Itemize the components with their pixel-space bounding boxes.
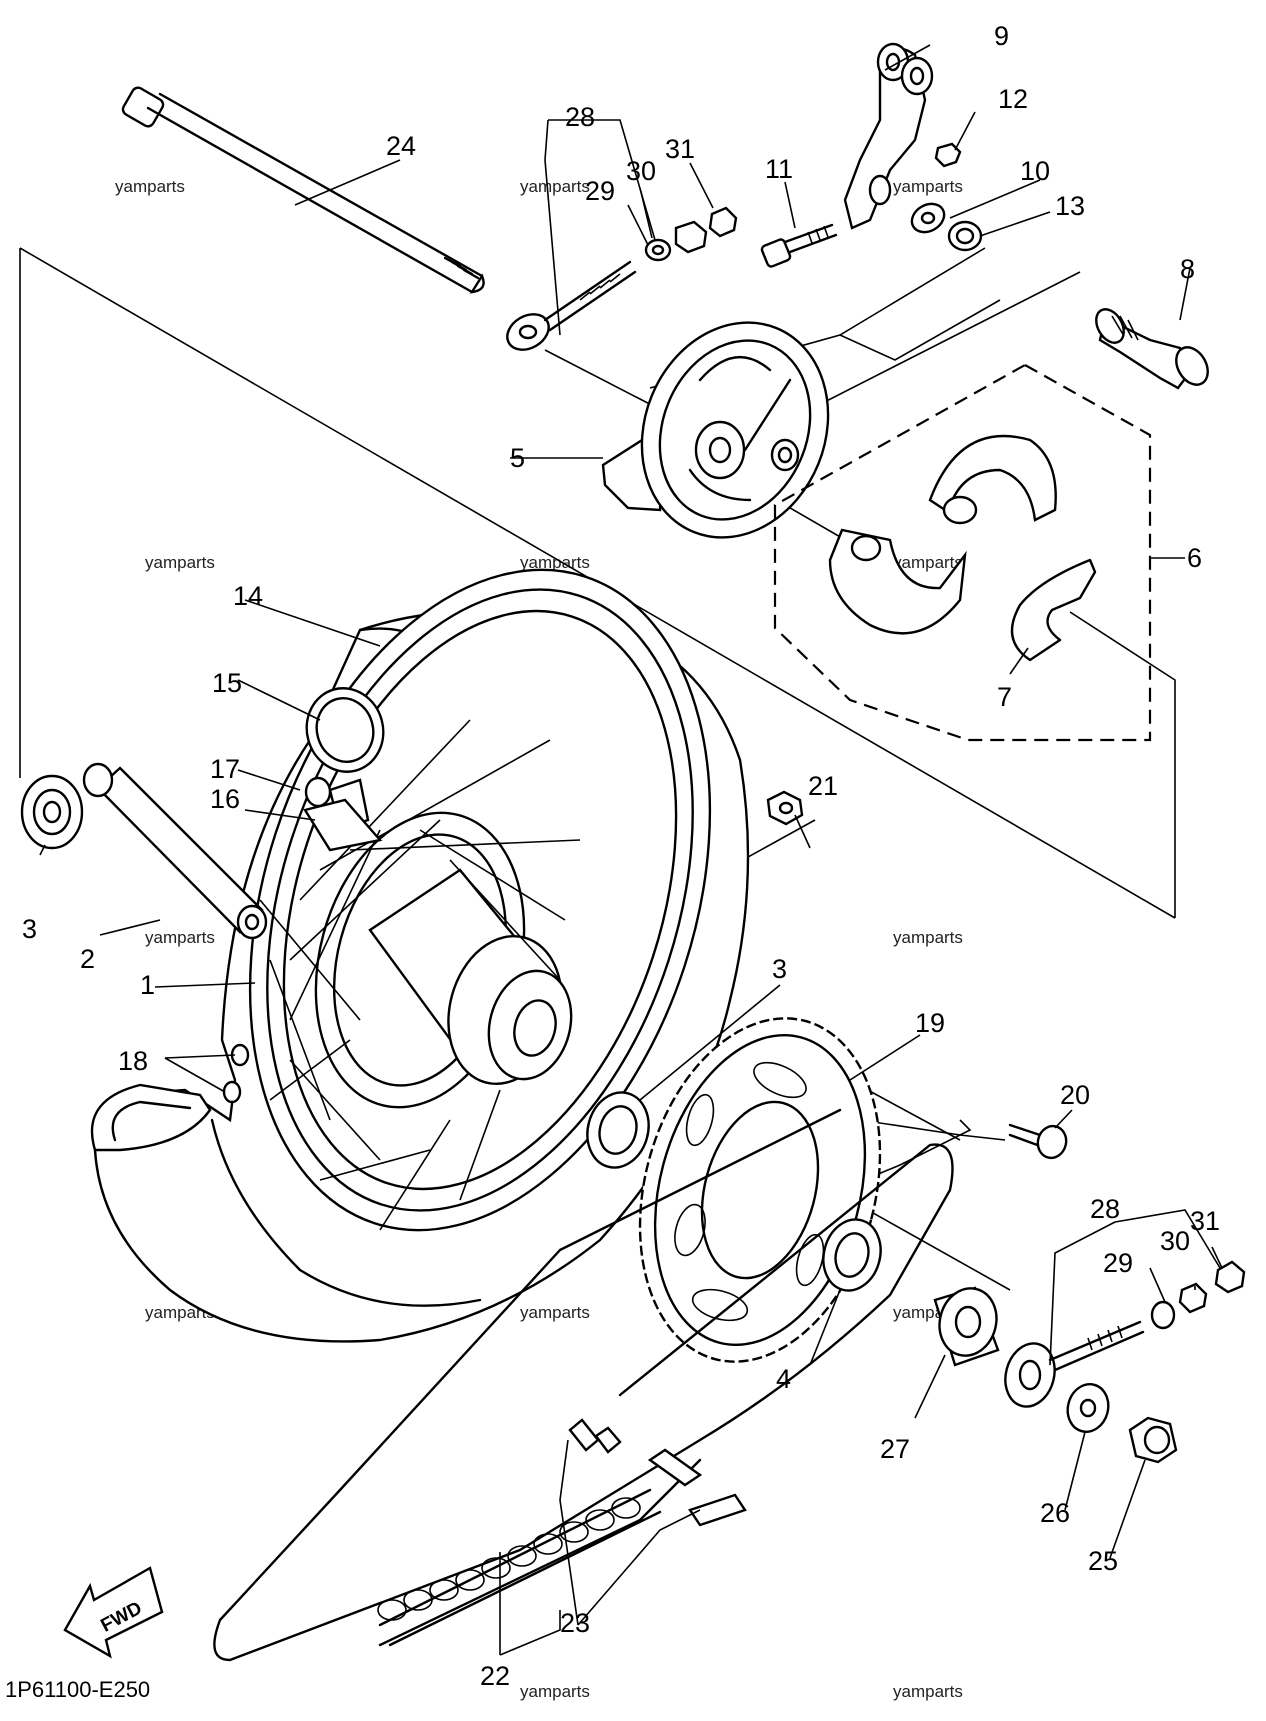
watermark: yamparts	[520, 1303, 590, 1322]
callout-29-top: 29	[585, 176, 615, 206]
lever-hardware	[910, 142, 983, 252]
forward-arrow: FWD	[63, 1566, 164, 1659]
callout-29-right: 29	[1103, 1248, 1133, 1278]
callout-15: 15	[212, 668, 242, 698]
axle-nut-25	[1128, 1416, 1178, 1464]
callout-9: 9	[994, 21, 1009, 51]
callout-4: 4	[776, 1364, 791, 1394]
callout-24: 24	[386, 131, 416, 161]
watermark: yamparts	[893, 553, 963, 572]
callout-5: 5	[510, 443, 525, 473]
callout-30-top: 30	[626, 156, 656, 186]
callout-26: 26	[1040, 1498, 1070, 1528]
nut-21	[766, 790, 804, 826]
callout-31-right: 31	[1190, 1206, 1220, 1236]
brake-camshaft-lever	[843, 42, 934, 230]
callout-27: 27	[880, 1434, 910, 1464]
leader-lines	[39, 44, 1223, 1656]
callout-25: 25	[1088, 1546, 1118, 1576]
callout-11: 11	[765, 154, 793, 184]
callout-18: 18	[118, 1046, 148, 1076]
axle	[121, 86, 485, 294]
callout-2: 2	[80, 944, 95, 974]
callout-8: 8	[1180, 254, 1195, 284]
brake-shoe-kit	[773, 364, 1152, 742]
callout-12: 12	[998, 84, 1028, 114]
diagram-code: 1P61100-E250	[5, 1677, 150, 1702]
right-bearing	[586, 1091, 650, 1169]
callout-13: 13	[1055, 191, 1085, 221]
chain-adjuster-top	[506, 206, 738, 351]
callout-3-right: 3	[772, 954, 787, 984]
callout-14: 14	[233, 581, 263, 611]
guide-line	[839, 299, 1001, 361]
watermark: yamparts	[520, 1682, 590, 1701]
callout-22: 22	[480, 1661, 510, 1691]
callout-20: 20	[1060, 1080, 1090, 1110]
callout-16: 16	[210, 784, 240, 814]
callout-19: 19	[915, 1008, 945, 1038]
watermark: yamparts	[145, 553, 215, 572]
bolt-11	[760, 223, 838, 268]
guide-line	[1069, 611, 1176, 918]
callout-21: 21	[808, 771, 838, 801]
callout-1: 1	[140, 970, 155, 1000]
callout-10: 10	[1020, 156, 1050, 186]
drive-chain	[213, 1108, 954, 1662]
sprocket-bearing	[822, 1218, 882, 1292]
brake-shoe-plate	[601, 321, 830, 539]
watermark: yamparts	[115, 177, 185, 196]
watermark: yamparts	[520, 553, 590, 572]
rear-wheel-assembly	[90, 568, 750, 1343]
chain-adjuster-right	[1004, 1260, 1246, 1408]
callout-17: 17	[210, 754, 240, 784]
sprocket-bolt	[1008, 1123, 1068, 1160]
guide-line	[859, 1119, 1006, 1141]
callout-28-right: 28	[1090, 1194, 1120, 1224]
callout-23: 23	[560, 1608, 590, 1638]
watermark: yamparts	[520, 177, 590, 196]
guide-line	[849, 1199, 1011, 1291]
washer-26	[1066, 1383, 1110, 1433]
callout-31-top: 31	[665, 134, 695, 164]
callout-6: 6	[1187, 543, 1202, 573]
watermark: yamparts	[893, 177, 963, 196]
collar-27	[933, 1286, 1000, 1367]
watermark: yamparts	[145, 928, 215, 947]
brake-camshaft	[1095, 308, 1209, 390]
callout-28-top: 28	[565, 102, 595, 132]
part-callouts: 1 2 3 3 4 5 6 7 8 9 10 11 12 13 14 15 16…	[22, 21, 1220, 1691]
callout-30-right: 30	[1160, 1226, 1190, 1256]
callout-3-left: 3	[22, 914, 37, 944]
callout-7: 7	[997, 682, 1012, 712]
watermark: yamparts	[893, 928, 963, 947]
left-bearing-and-spacer	[20, 762, 268, 940]
watermark: yamparts	[893, 1682, 963, 1701]
